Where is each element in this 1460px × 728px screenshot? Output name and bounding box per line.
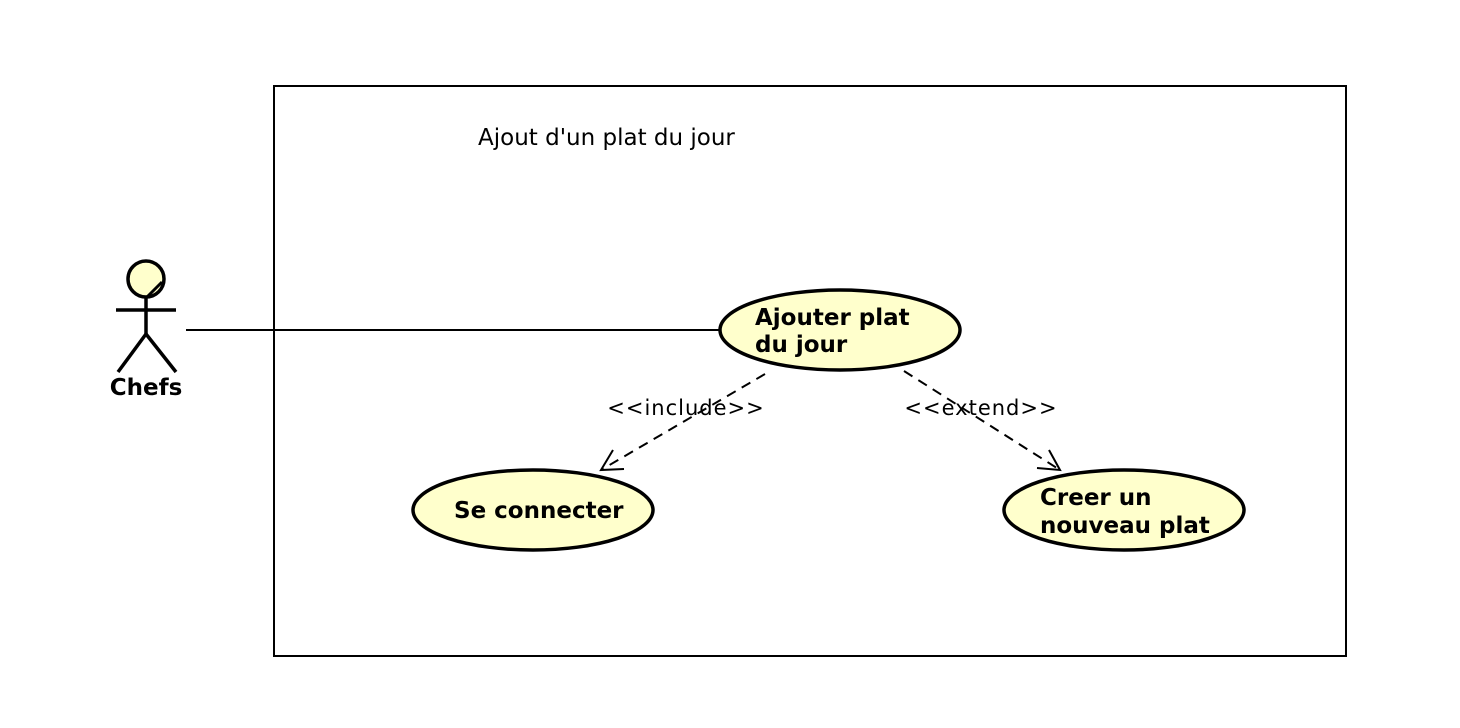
actor-right-leg [144, 332, 178, 374]
actor-head-mark [145, 280, 164, 299]
actor-head [126, 259, 166, 299]
include-label: <<include>> [607, 396, 764, 420]
use-case-se-connecter[interactable]: Se connecter [411, 468, 655, 552]
extend-line [903, 370, 1061, 471]
actor-left-leg [116, 332, 148, 374]
use-case-label-line-1: Creer un [1040, 485, 1152, 511]
extend-dependency: <<extend>> [903, 370, 1062, 472]
use-case-ellipse [411, 468, 655, 552]
use-case-ellipse [1002, 468, 1246, 552]
use-case-label-line-2: du jour [755, 332, 848, 358]
system-boundary [273, 85, 1347, 657]
use-case-ajouter-plat-du-jour[interactable]: Ajouter plat du jour [718, 288, 962, 372]
include-dependency: <<include>> [599, 373, 766, 472]
use-case-label-line-1: Ajouter plat [755, 305, 910, 331]
actor-chefs[interactable]: Chefs [110, 259, 183, 401]
system-title: Ajout d'un plat du jour [478, 125, 735, 151]
use-case-creer-un-nouveau-plat[interactable]: Creer un nouveau plat [1002, 468, 1246, 552]
actor-name: Chefs [110, 375, 183, 401]
extend-arrowhead [1036, 449, 1062, 472]
include-arrowhead [599, 449, 625, 472]
use-case-ellipse [718, 288, 962, 372]
include-line [600, 373, 766, 471]
use-case-label: Se connecter [454, 498, 624, 524]
extend-label: <<extend>> [904, 396, 1057, 420]
use-case-label-line-2: nouveau plat [1040, 513, 1210, 539]
